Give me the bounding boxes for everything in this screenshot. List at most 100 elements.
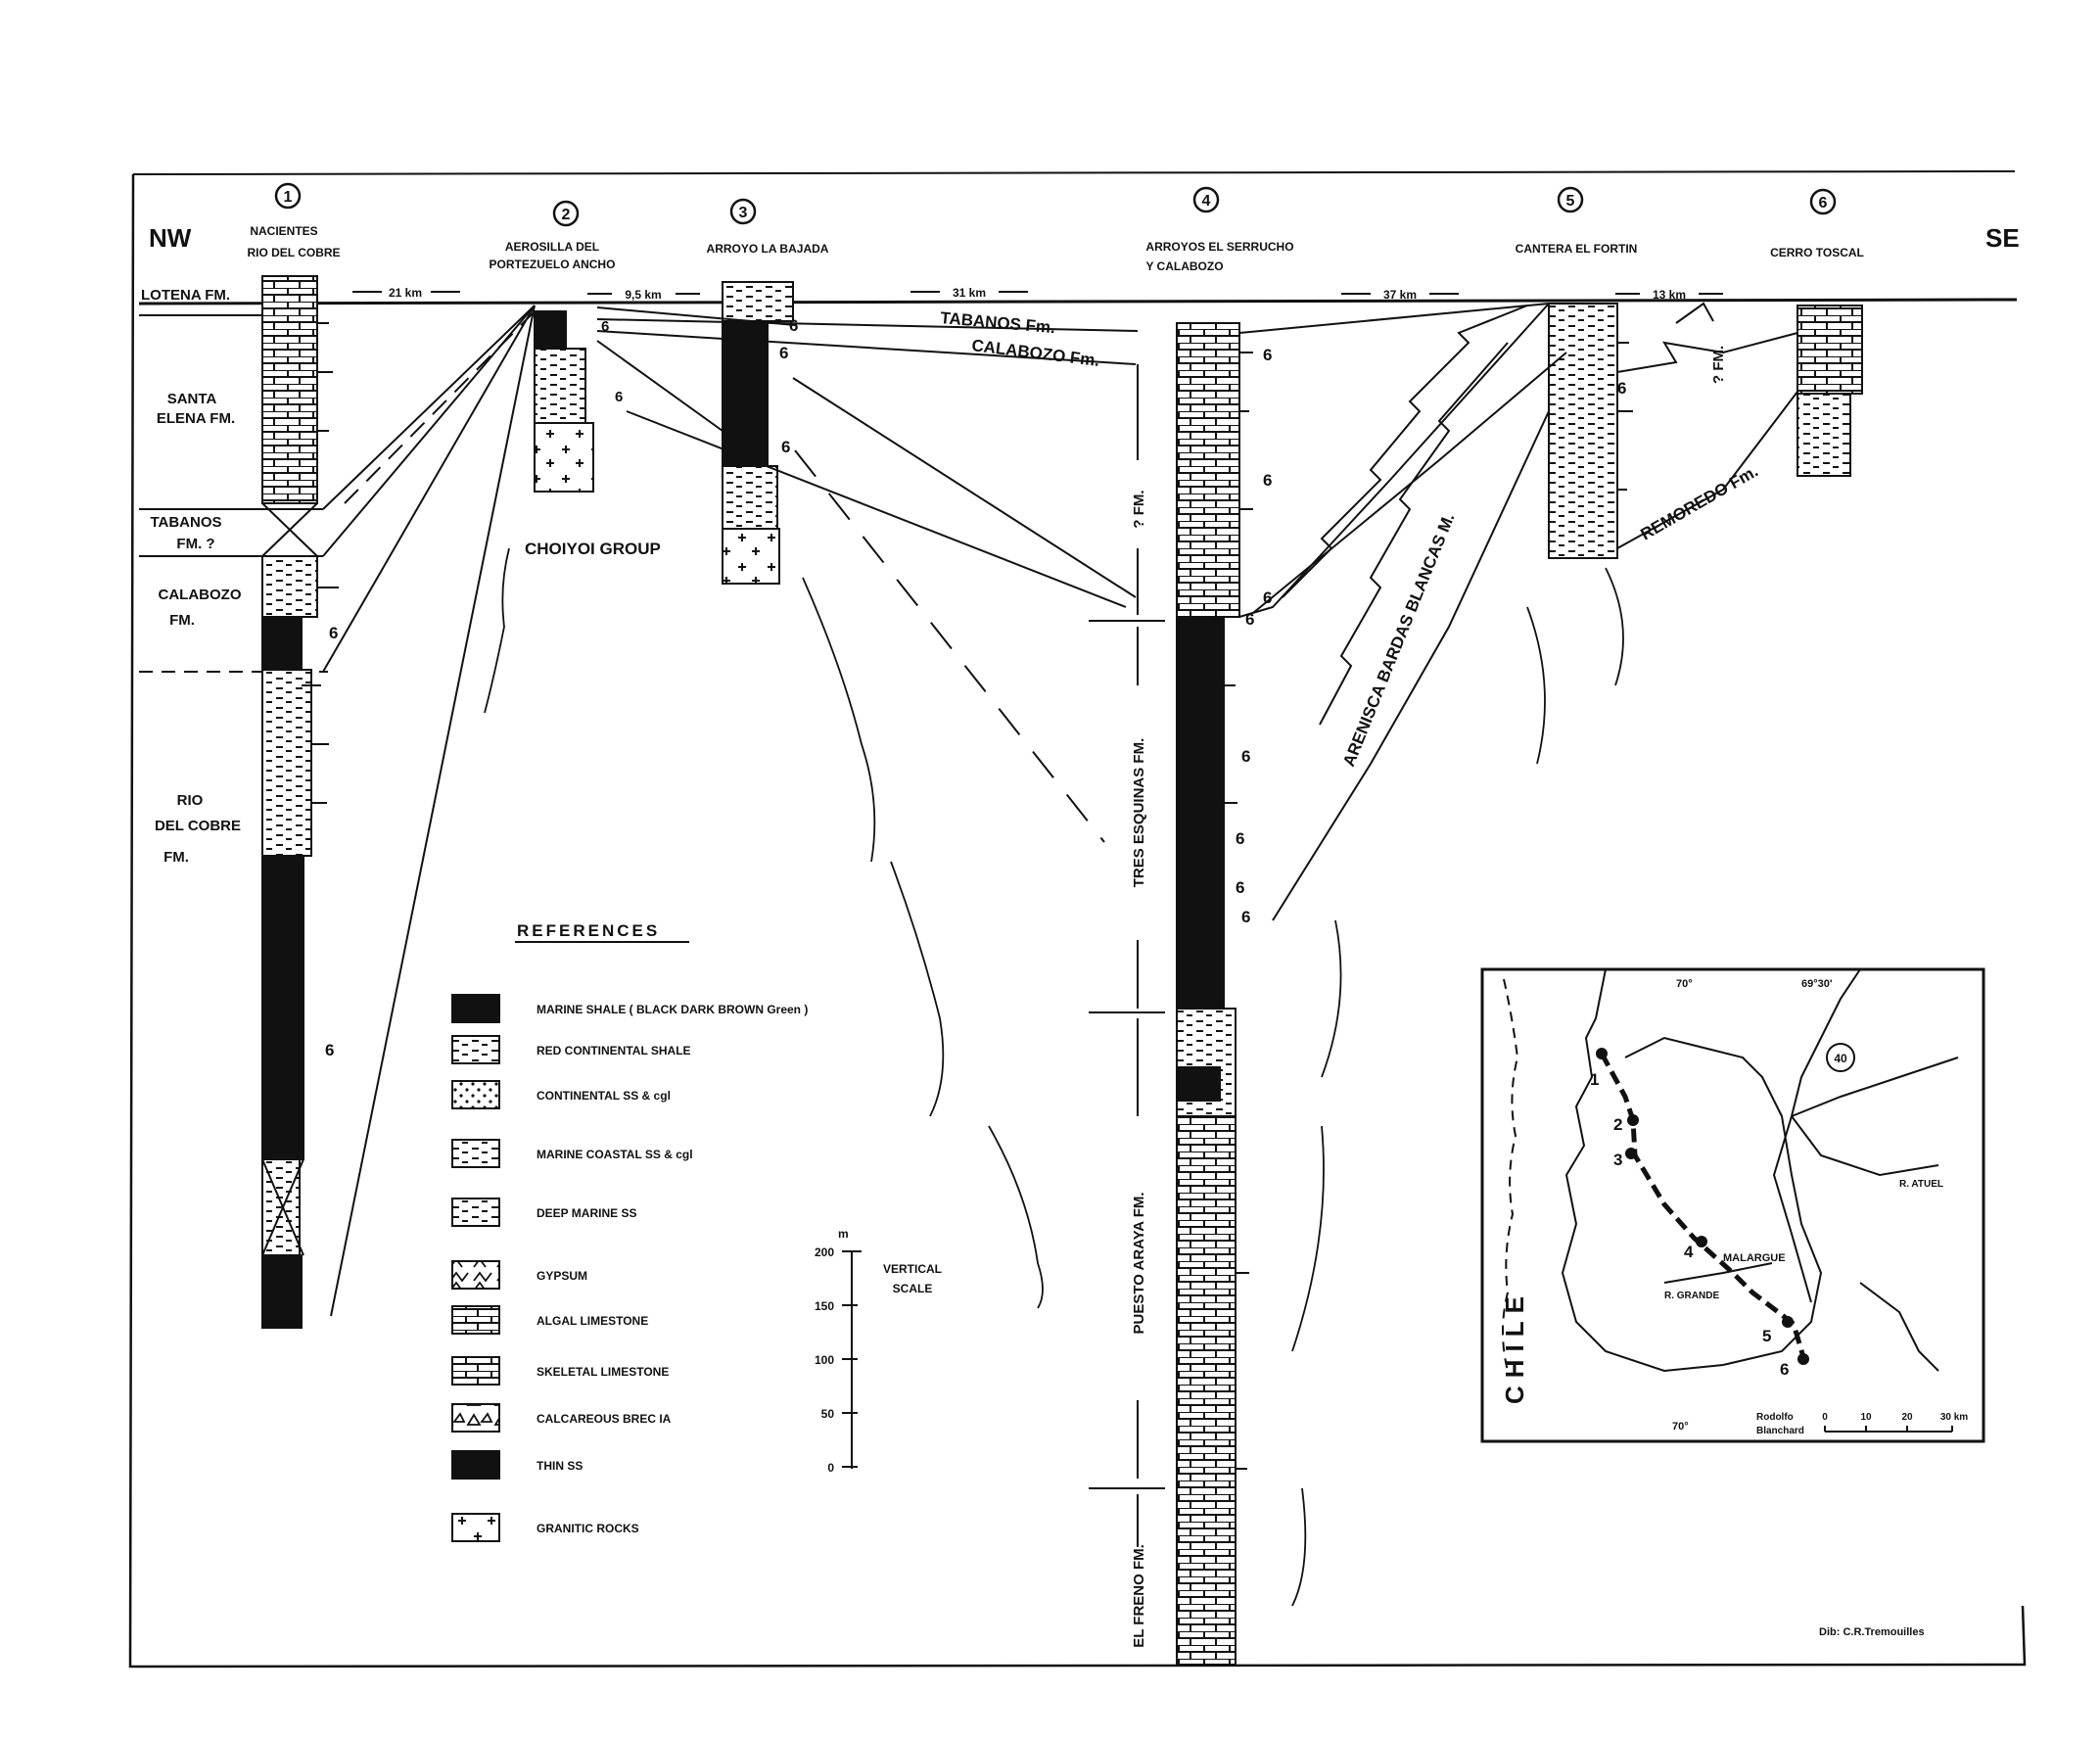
fossil-mark: 6 xyxy=(601,318,609,335)
legend-label: GRANITIC ROCKS xyxy=(537,1522,639,1535)
column-number: 5 xyxy=(1566,193,1575,210)
column-header-5: 5 CANTERA EL FORTIN xyxy=(1516,186,1638,256)
legend-swatch xyxy=(451,1080,500,1109)
legend-label: CONTINENTAL SS & cgl xyxy=(537,1089,671,1103)
fossil-mark: 6 xyxy=(1241,747,1250,766)
map-town-label: MALARGUE xyxy=(1723,1252,1786,1264)
column-number-circle xyxy=(1809,188,1837,215)
formation-label-lotena: LOTENA FM. xyxy=(141,287,230,304)
legend-label: GYPSUM xyxy=(537,1269,587,1283)
fossil-mark: 6 xyxy=(1263,471,1272,490)
legend-swatch xyxy=(451,1450,500,1480)
column-number: 2 xyxy=(562,207,571,223)
legend-swatch xyxy=(451,1403,500,1433)
legend-swatch xyxy=(451,1305,500,1335)
map-river-label: R. ATUEL xyxy=(1899,1179,1943,1190)
formation-label-rio-del-cobre: DEL COBRE xyxy=(155,818,241,834)
scale-tick: 150 xyxy=(815,1299,834,1313)
column-number-circle xyxy=(1557,186,1584,213)
scale-unit: m xyxy=(838,1227,849,1241)
formation-label-col4: TRES ESQUINAS FM. xyxy=(1131,738,1147,888)
map-scale-caption: Rodolfo xyxy=(1756,1412,1794,1423)
distance-label: 13 km xyxy=(1653,288,1686,302)
legend-label: ALGAL LIMESTONE xyxy=(537,1314,648,1328)
column-name-line: CANTERA EL FORTIN xyxy=(1516,242,1638,256)
column-number: 1 xyxy=(284,189,293,206)
map-locality: 2 xyxy=(1613,1115,1622,1134)
label-tabanos: TABANOS Fm. xyxy=(940,308,1056,337)
route-marker xyxy=(1826,1043,1855,1072)
label-calabozo: CALABOZO Fm. xyxy=(971,336,1101,370)
drafter-credit: Dib: C.R.Tremouilles xyxy=(1819,1626,1925,1638)
scale-title: SCALE xyxy=(893,1282,933,1295)
correlation-lines xyxy=(322,303,1798,1317)
map-lines xyxy=(1502,968,1959,1373)
fossil-mark: 6 xyxy=(1617,379,1626,398)
column-4-brackets xyxy=(1089,364,1165,1547)
distance-label: 31 km xyxy=(953,286,986,300)
formation-label-santa-elena: ELENA FM. xyxy=(157,410,235,427)
legend-label: RED CONTINENTAL SHALE xyxy=(537,1044,691,1058)
formation-label-tabanos: TABANOS xyxy=(150,514,221,531)
scale-tick: 100 xyxy=(815,1353,834,1367)
column-number: 3 xyxy=(739,205,748,221)
legend-label: MARINE COASTAL SS & cgl xyxy=(537,1148,693,1161)
legend-swatch xyxy=(451,1356,500,1386)
column-name-line: Y CALABOZO xyxy=(1145,259,1223,273)
distance-markers xyxy=(352,291,1723,295)
legend-swatch xyxy=(451,994,500,1023)
distance-label: 21 km xyxy=(389,286,422,300)
formation-label-rio-del-cobre: FM. xyxy=(163,849,189,866)
formation-label-rio-del-cobre: RIO xyxy=(177,792,204,809)
strat-column-1 xyxy=(261,275,339,1329)
column-header-4: 4 ARROYOS EL SERRUCHO Y CALABOZO xyxy=(1145,186,1294,273)
map-frame xyxy=(1480,967,1985,1443)
scale-tick: 200 xyxy=(815,1246,834,1259)
legend-label: SKELETAL LIMESTONE xyxy=(537,1365,669,1379)
strat-column-6 xyxy=(1797,305,1863,477)
map-locality: 1 xyxy=(1590,1070,1599,1089)
fossil-mark: 6 xyxy=(1245,610,1254,629)
legend-swatch xyxy=(451,1260,500,1290)
route-line xyxy=(1599,1052,1806,1358)
map-locality: 5 xyxy=(1762,1327,1771,1345)
column-number: 6 xyxy=(1819,195,1828,212)
strat-column-2 xyxy=(534,310,594,493)
distance-label: 37 km xyxy=(1383,288,1417,302)
legend-label: MARINE SHALE ( BLACK DARK BROWN Green ) xyxy=(537,1003,808,1016)
fossil-mark: 6 xyxy=(1236,878,1244,897)
legend-label: CALCAREOUS BREC IA xyxy=(537,1412,672,1426)
route-number: 40 xyxy=(1834,1052,1847,1065)
strat-column-5 xyxy=(1548,303,1633,559)
distance-label: 9,5 km xyxy=(625,288,661,302)
column-number-circle xyxy=(1192,186,1220,213)
scale-title: VERTICAL xyxy=(883,1262,942,1276)
map-lon-label: 70° xyxy=(1672,1421,1689,1433)
column-name-line: CERRO TOSCAL xyxy=(1770,246,1864,259)
map-locality: 4 xyxy=(1684,1243,1694,1261)
map-country-label: CHILE xyxy=(1500,1289,1529,1404)
locality-dots xyxy=(1596,1048,1809,1365)
map-lon-label: 69°30' xyxy=(1801,978,1833,990)
scale-tick: 50 xyxy=(821,1407,835,1421)
fossil-mark: 6 xyxy=(615,389,623,405)
formation-label-col4: ? FM. xyxy=(1131,490,1147,528)
column-header-6: 6 CERRO TOSCAL xyxy=(1770,188,1864,259)
map-scale-tick: 30 km xyxy=(1940,1412,1968,1423)
column-name-line: RIO DEL COBRE xyxy=(247,246,340,259)
column-number-circle xyxy=(552,200,580,227)
legend-swatch xyxy=(451,1513,500,1542)
legend-labels: MARINE SHALE ( BLACK DARK BROWN Green ) R… xyxy=(537,1003,808,1535)
map-locality: 3 xyxy=(1613,1151,1622,1169)
map-scale-bar xyxy=(1824,1426,1953,1433)
legend-label: THIN SS xyxy=(537,1459,583,1473)
interfingering-zigzags xyxy=(1282,302,1714,726)
references-title: REFERENCES xyxy=(517,921,660,940)
formation-label-calabozo: FM. xyxy=(169,612,195,629)
map-locality: 6 xyxy=(1780,1360,1789,1379)
label-choiyoi-group: CHOIYOI GROUP xyxy=(525,540,661,558)
fossil-mark: 6 xyxy=(1241,908,1250,926)
column-number-circle xyxy=(274,182,302,210)
map-lon-label: 70° xyxy=(1676,978,1693,990)
